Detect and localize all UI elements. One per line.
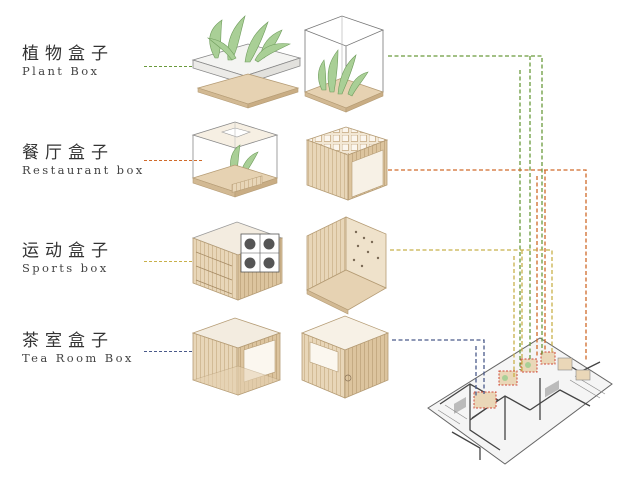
label-restaurant-box: 餐厅盒子 Restaurant box <box>22 143 202 177</box>
plant-box-assembled <box>303 15 385 113</box>
label-plant-box-cn: 植物盒子 <box>22 44 114 64</box>
label-tea-room-box: 茶室盒子 Tea Room Box <box>22 331 202 365</box>
label-restaurant-box-cn: 餐厅盒子 <box>22 143 114 163</box>
label-plant-box-leader <box>144 66 202 67</box>
label-plant-box-en: Plant Box <box>22 64 100 78</box>
tea-room-box-exploded <box>191 317 282 396</box>
label-sports-box: 运动盒子 Sports box <box>22 241 202 275</box>
label-tea-room-box-en: Tea Room Box <box>22 351 134 365</box>
label-restaurant-box-en: Restaurant box <box>22 163 145 177</box>
label-sports-box-en: Sports box <box>22 261 109 275</box>
connector-restaurant <box>388 169 587 362</box>
floor-plan <box>427 337 613 465</box>
label-sports-box-cn: 运动盒子 <box>22 241 114 261</box>
connector-plant <box>388 55 543 370</box>
label-tea-room-box-leader <box>144 351 202 352</box>
plant-box-exploded <box>191 15 302 109</box>
label-sports-box-leader <box>144 261 202 262</box>
label-restaurant-box-leader <box>144 160 202 161</box>
tea-room-box-assembled <box>300 315 390 399</box>
sports-box-exploded <box>191 221 284 301</box>
label-plant-box: 植物盒子 Plant Box <box>22 44 202 78</box>
label-tea-room-box-cn: 茶室盒子 <box>22 331 114 351</box>
connector-tea-room <box>392 339 485 398</box>
sports-box-assembled <box>306 216 387 315</box>
connector-sports <box>390 249 553 378</box>
restaurant-box-exploded <box>191 121 279 198</box>
restaurant-box-assembled <box>305 126 389 201</box>
